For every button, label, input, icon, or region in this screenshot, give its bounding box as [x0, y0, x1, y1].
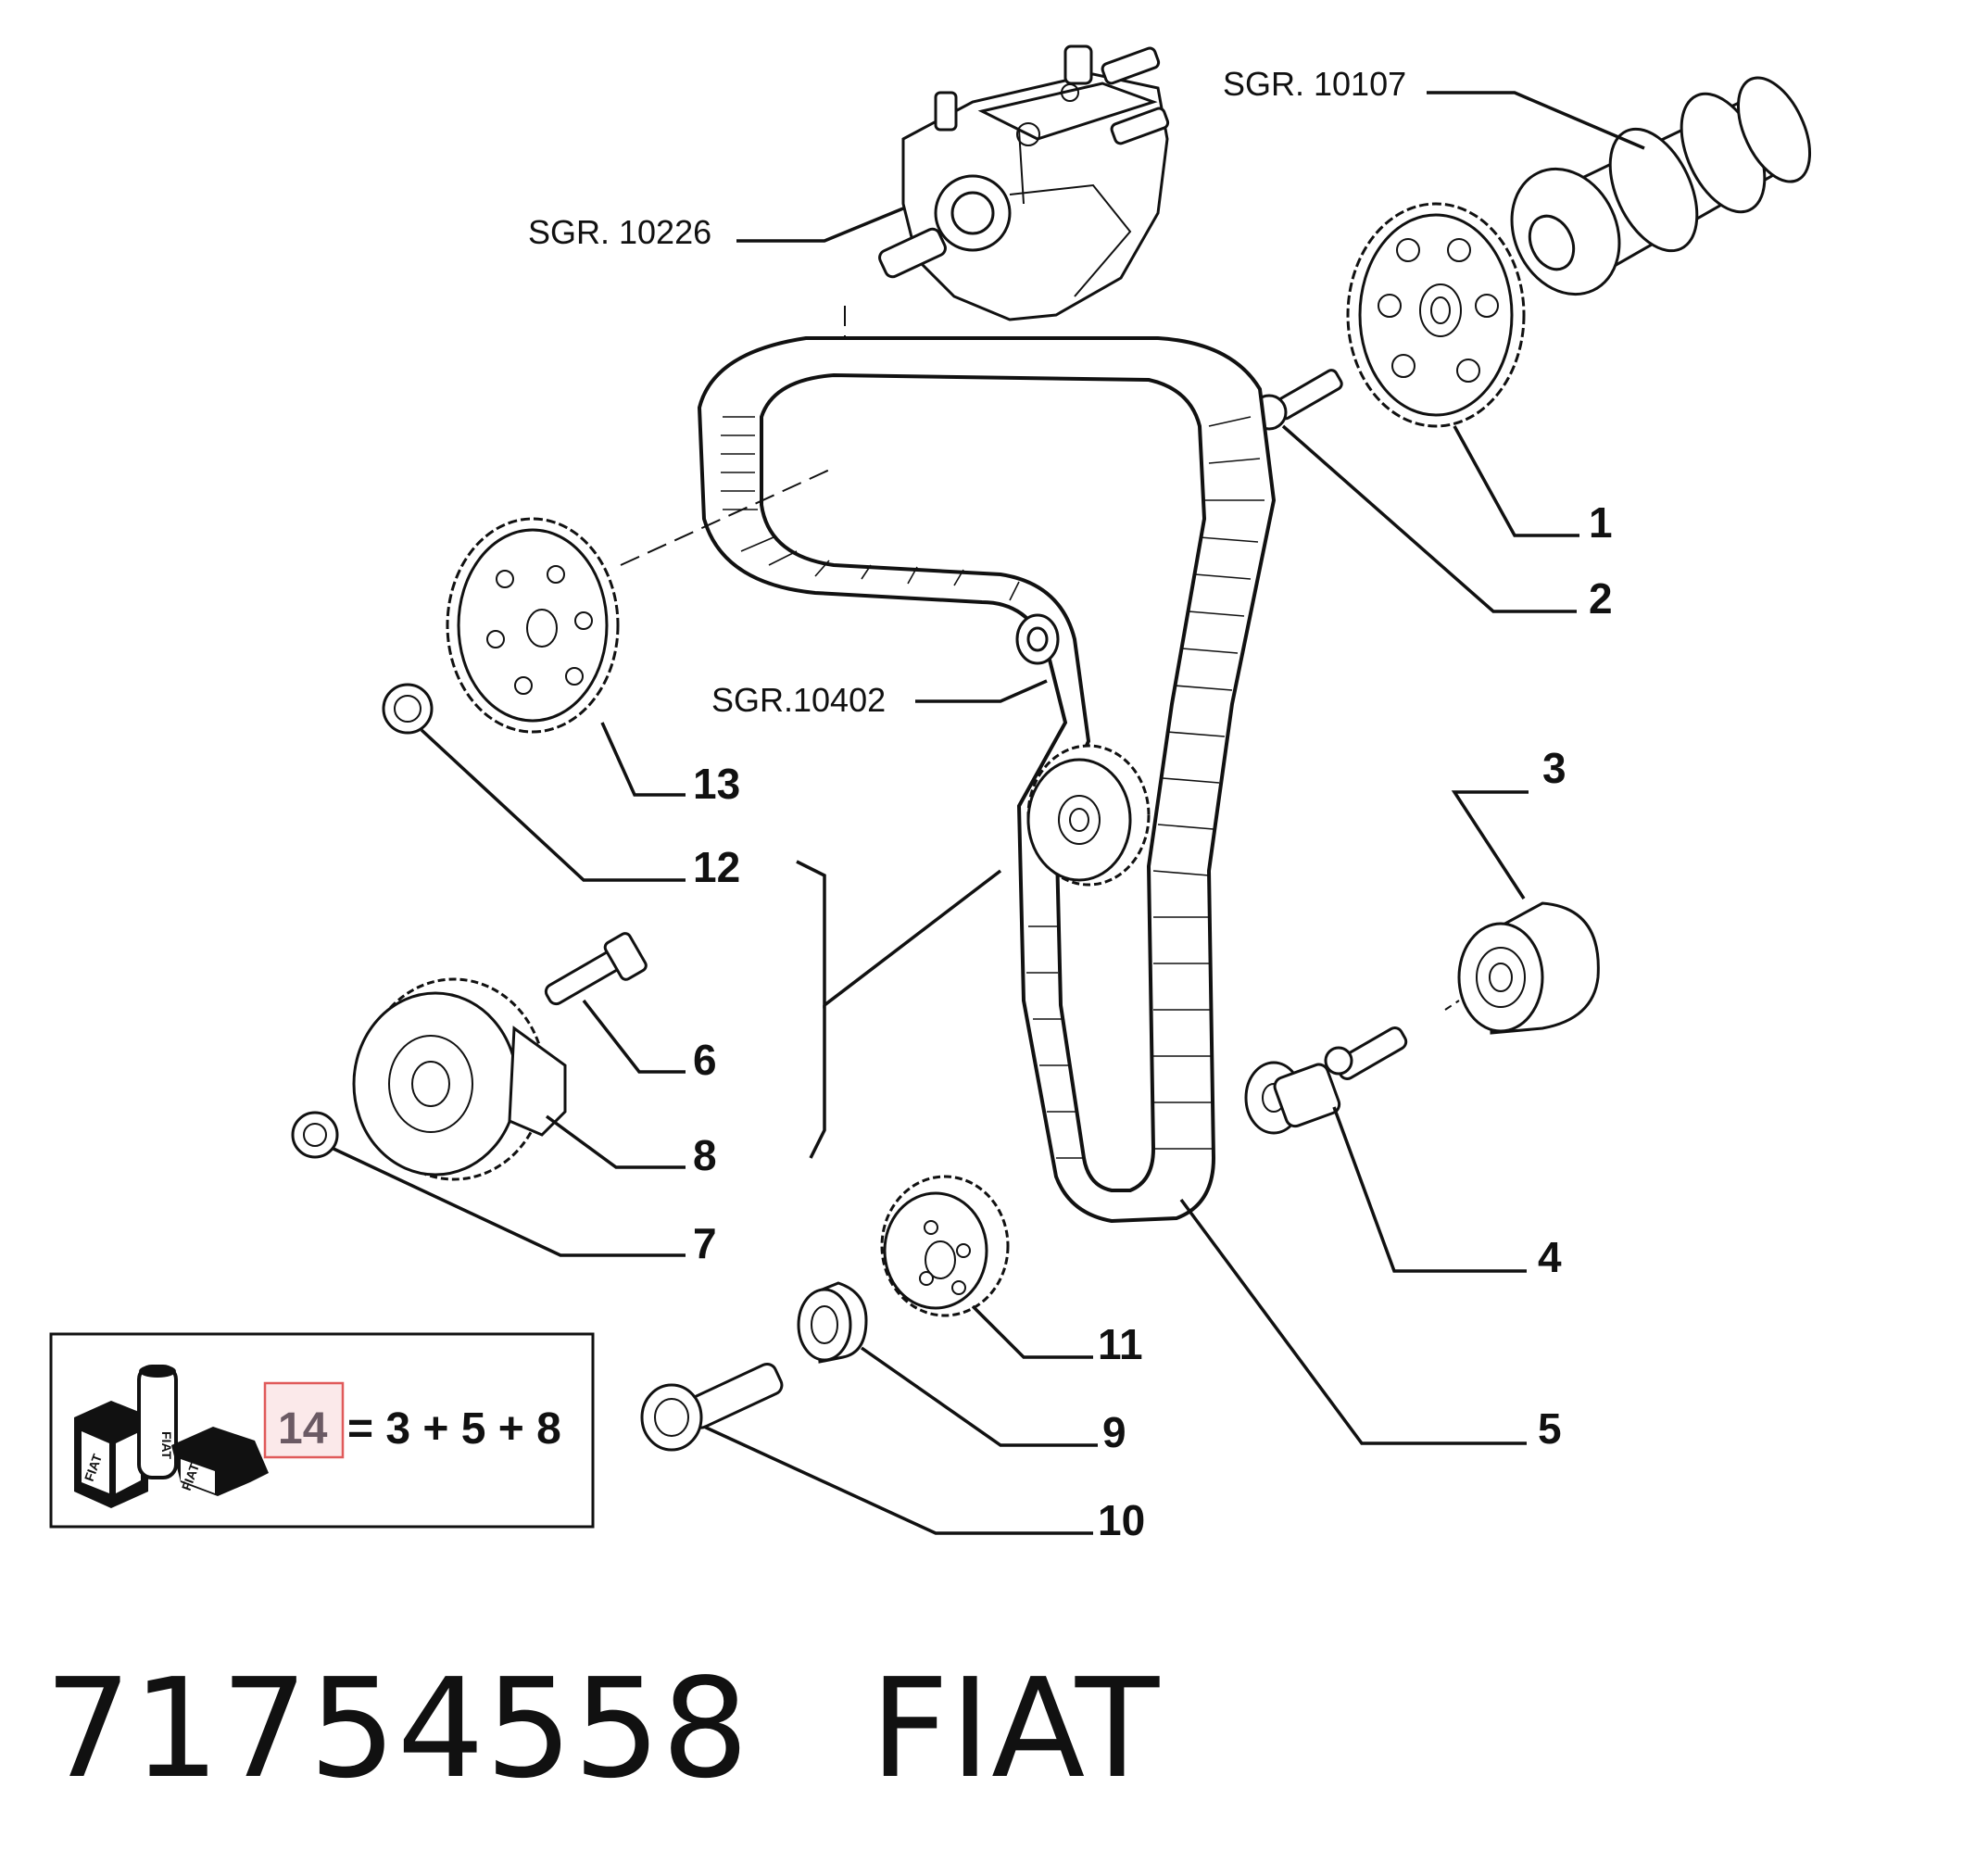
injection-pump	[844, 44, 1170, 445]
kit-number: 14	[278, 1404, 328, 1454]
sgr-leader-camshaft	[1427, 91, 1645, 150]
kit-box: FIAT FIAT FIAT 14 = 3 + 5 + 8	[49, 1332, 595, 1529]
callout-3: 3	[1542, 744, 1566, 792]
timing-belt	[697, 336, 1277, 1224]
kit-formula: = 3 + 5 + 8	[347, 1404, 561, 1454]
kit-number-highlight	[263, 1381, 345, 1459]
callout-12-bracket-bottom	[809, 1005, 826, 1159]
callout-2: 2	[1589, 574, 1613, 623]
callout-9: 9	[1102, 1408, 1126, 1456]
callout-4: 4	[1538, 1233, 1562, 1281]
roller-bolt	[1244, 1026, 1408, 1135]
callout-5: 5	[1538, 1404, 1562, 1453]
sgr-label-camshaft: SGR. 10107	[1223, 65, 1406, 103]
brand-name: FIAT	[870, 1649, 1161, 1808]
callout-leader-5	[1179, 1198, 1527, 1445]
callout-leader-13	[600, 722, 686, 797]
idler-roller	[1444, 901, 1600, 1035]
callout-11: 11	[1098, 1320, 1143, 1368]
idler-pulley	[1026, 744, 1151, 887]
callout-12-bracket-top	[796, 860, 1002, 1009]
crank-washer	[797, 1281, 868, 1364]
pump-gear-nut	[382, 683, 434, 735]
camshaft-gear	[1346, 202, 1526, 428]
injection-pump-gear	[446, 467, 835, 734]
callout-leader-8	[545, 1114, 686, 1169]
callout-12: 12	[693, 843, 740, 891]
callout-1: 1	[1589, 498, 1613, 547]
part-number: 71754558	[44, 1649, 750, 1808]
sgr-label-pump: SGR. 10226	[528, 213, 711, 251]
crankshaft-gear	[880, 1175, 1010, 1317]
callout-leader-3	[1451, 790, 1529, 900]
callout-13: 13	[693, 760, 740, 808]
fiat-kit-logo: FIAT FIAT FIAT	[74, 1365, 269, 1508]
callout-6: 6	[693, 1036, 717, 1084]
fiat-kit-logo-text-2: FIAT	[159, 1431, 174, 1460]
callout-8: 8	[693, 1131, 717, 1179]
callout-leader-9	[860, 1346, 1098, 1447]
callout-leader-7	[333, 1147, 686, 1257]
callout-leader-1	[1453, 425, 1579, 537]
callout-leader-2	[1281, 424, 1577, 613]
sgr-leader-pump	[736, 207, 904, 243]
crankshaft-bolt	[640, 1362, 784, 1452]
belt-tensioner	[352, 977, 567, 1181]
part-footer: 71754558 FIAT	[44, 1649, 1160, 1808]
tensioner-bolt	[544, 932, 648, 1006]
callout-7: 7	[693, 1219, 717, 1267]
camshaft	[1510, 76, 1812, 296]
sgr-leader-belt	[915, 679, 1048, 703]
callout-10: 10	[1098, 1496, 1145, 1544]
callout-leader-6	[582, 999, 686, 1074]
callout-leader-11	[971, 1304, 1093, 1359]
camshaft-gear-bolt	[1251, 369, 1343, 431]
callout-leader-10	[703, 1425, 1093, 1535]
callout-leader-12	[420, 728, 686, 882]
callout-leader-4	[1332, 1106, 1527, 1273]
tensioner-nut	[291, 1111, 339, 1159]
sgr-label-belt: SGR.10402	[711, 681, 886, 719]
